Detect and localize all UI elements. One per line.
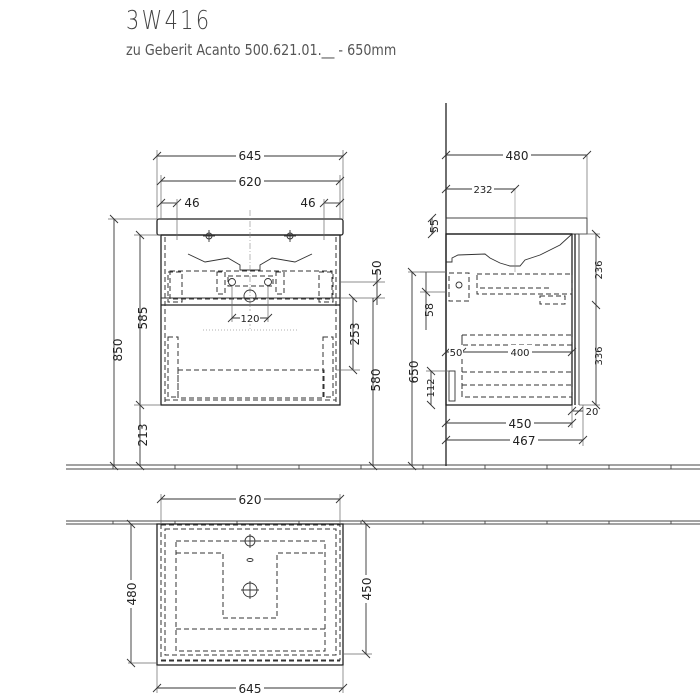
tap-hole-icon [203, 230, 296, 242]
svg-text:400: 400 [510, 348, 529, 359]
svg-text:46: 46 [184, 196, 199, 210]
svg-text:58: 58 [423, 303, 436, 317]
top-view [156, 523, 344, 666]
front-view-dimensions: 645 620 46 46 850 585 213 [108, 148, 385, 471]
svg-text:450: 450 [360, 578, 374, 601]
svg-text:112: 112 [426, 378, 437, 397]
svg-text:467: 467 [513, 434, 536, 448]
svg-text:232: 232 [473, 185, 492, 196]
svg-text:120: 120 [240, 314, 259, 325]
svg-text:46: 46 [300, 196, 315, 210]
svg-text:253: 253 [348, 323, 362, 346]
svg-text:50: 50 [450, 348, 463, 359]
front-view [156, 210, 344, 406]
svg-text:650: 650 [407, 361, 421, 384]
svg-text:20: 20 [586, 407, 599, 418]
svg-text:645: 645 [239, 682, 262, 696]
top-view-dimensions: 620 645 480 450 [124, 492, 374, 696]
svg-text:213: 213 [136, 424, 150, 447]
svg-text:450: 450 [509, 417, 532, 431]
svg-text:620: 620 [239, 175, 262, 189]
drain-icon [241, 581, 259, 599]
svg-text:480: 480 [125, 583, 139, 606]
svg-text:645: 645 [239, 149, 262, 163]
svg-text:336: 336 [594, 346, 605, 365]
svg-text:850: 850 [111, 339, 125, 362]
svg-text:620: 620 [239, 493, 262, 507]
drawing-title: 3W416 [126, 6, 212, 36]
svg-text:55: 55 [428, 219, 441, 233]
svg-text:236: 236 [594, 260, 605, 279]
svg-text:580: 580 [369, 369, 383, 392]
tap-hole-icon [243, 534, 257, 548]
floor-line-upper [66, 464, 700, 470]
svg-text:585: 585 [136, 307, 150, 330]
svg-text:480: 480 [506, 149, 529, 163]
svg-text:50: 50 [370, 260, 384, 275]
drawing-subtitle: zu Geberit Acanto 500.621.01.__ - 650mm [126, 41, 397, 59]
side-view-dimensions: 480 232 55 236 336 58 650 112 [407, 148, 605, 471]
side-view [445, 103, 588, 466]
